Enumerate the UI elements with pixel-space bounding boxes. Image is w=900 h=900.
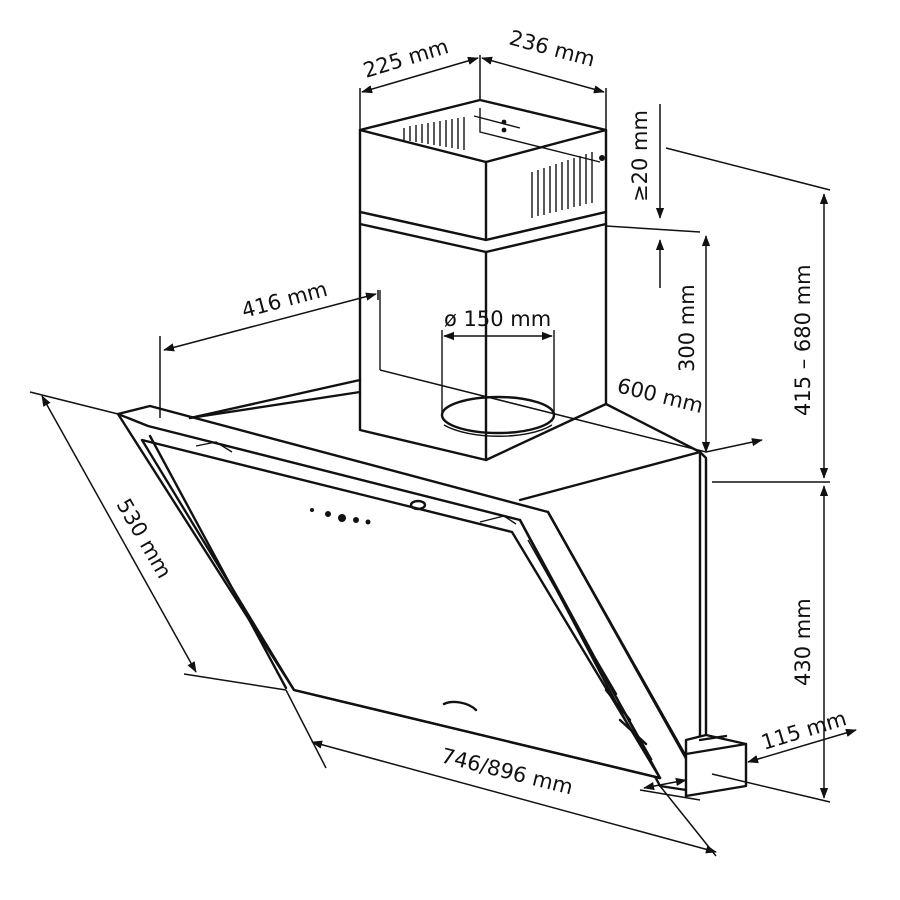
chimney bbox=[358, 98, 608, 462]
label-hood-depth: 600 mm bbox=[615, 374, 706, 418]
control-buttons bbox=[310, 508, 478, 712]
vent-slots-left bbox=[403, 117, 465, 150]
label-chimney-lower: 300 mm bbox=[675, 284, 699, 372]
label-hood-height: 430 mm bbox=[791, 598, 815, 686]
dimension-lines bbox=[29, 55, 857, 857]
label-chimney-width: 225 mm bbox=[360, 34, 451, 83]
vent-slots-right bbox=[531, 152, 593, 218]
label-top-clearance: ≥20 mm bbox=[628, 110, 652, 202]
label-chimney-depth: 236 mm bbox=[507, 26, 598, 72]
label-height-range: 415 – 680 mm bbox=[791, 264, 815, 416]
label-base-depth: 115 mm bbox=[758, 706, 849, 755]
label-duct-diameter: ø 150 mm bbox=[444, 307, 551, 331]
label-offset-depth: 416 mm bbox=[239, 277, 330, 323]
